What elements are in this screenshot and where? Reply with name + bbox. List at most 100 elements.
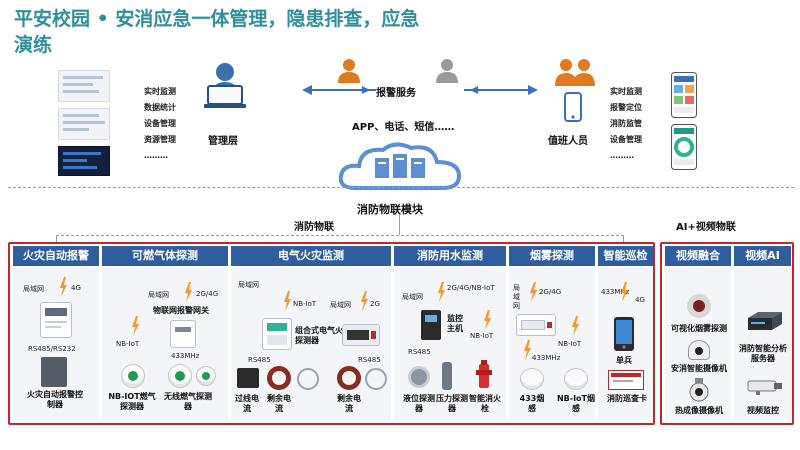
network-label: 2G/4G/NB-IoT <box>447 284 495 292</box>
nbiot-gas-detector-label: NB-IOT燃气探测器 <box>108 392 156 411</box>
rs485-label: RS485 <box>248 356 271 364</box>
dashboard-thumbnail-2 <box>58 108 110 140</box>
mobile-phone-icon <box>564 92 582 122</box>
pressure-sensor-label: 压力探测器 <box>436 394 468 413</box>
column-gas <box>102 268 228 420</box>
smart-camera-icon <box>688 340 710 360</box>
duty-function: 设备管理 <box>610 135 642 144</box>
mgmt-function: 设备管理 <box>144 119 176 128</box>
duty-label: 值班人员 <box>548 136 588 147</box>
rs485-label: RS485 <box>408 348 431 356</box>
fire-iot-label: 消防物联 <box>294 222 334 233</box>
handheld-terminal-icon <box>613 316 635 352</box>
divider <box>8 187 794 188</box>
column-header-smoke: 烟雾探测 <box>509 246 595 266</box>
lan-label: 局域网 <box>23 285 44 293</box>
handheld-terminal-label: 单兵 <box>616 356 632 365</box>
column-water <box>394 268 506 420</box>
dashboard-thumbnail-1 <box>58 70 110 102</box>
column-header-patrol: 智能巡检 <box>598 246 653 266</box>
patrol-card-label: 消防巡查卡 <box>607 394 647 403</box>
level-sensor-icon <box>408 366 430 388</box>
app-screenshot-2 <box>671 124 697 170</box>
column-header-gas: 可燃气体探测 <box>102 246 228 266</box>
fire-alarm-controller-icon <box>40 302 72 338</box>
ai-server-icon <box>746 310 784 332</box>
patrol-card-icon <box>608 370 644 390</box>
smart-hydrant-icon <box>476 360 492 390</box>
duty-staff-icon <box>552 56 598 86</box>
cable-icon <box>365 368 387 390</box>
smart-camera-label: 安消智能摄像机 <box>671 364 727 373</box>
duty-function: 报警定位 <box>610 103 642 112</box>
pressure-sensor-icon <box>442 362 452 390</box>
signal-bolt-icon <box>524 340 531 360</box>
duty-function-list: 实时监测 报警定位 消防监管 设备管理 ……… <box>610 84 642 164</box>
monitoring-host-label: 监控主机 <box>447 314 463 333</box>
combined-electric-detector-icon <box>262 318 292 350</box>
operator-orange-icon <box>336 57 362 83</box>
video-camera-icon <box>746 378 784 396</box>
signal-bolt-icon <box>438 282 445 302</box>
lan-label: 局域网 <box>238 281 259 289</box>
signal-bolt-icon <box>284 291 291 311</box>
residual-current-sensor-icon <box>337 366 361 390</box>
cloud-icon <box>337 140 463 194</box>
signal-bolt-icon <box>132 316 139 336</box>
column-fire-alarm <box>13 268 99 420</box>
notification-channels: APP、电话、短信…… <box>352 122 455 133</box>
app-screenshot-1 <box>671 72 697 118</box>
ai-video-label: AI+视频物联 <box>676 222 736 233</box>
fire-iot-connector <box>56 235 624 236</box>
signal-bolt-icon <box>484 310 491 330</box>
smoke-gateway-icon <box>516 314 556 336</box>
management-label: 管理层 <box>208 136 238 147</box>
column-header-water: 消防用水监测 <box>394 246 506 266</box>
overcurrent-label: 过线电流 <box>235 394 259 413</box>
management-function-list: 实时监测 数据统计 设备管理 资源管理 ……… <box>144 84 176 164</box>
residual-current-label: 剩余电流 <box>267 394 291 413</box>
lan-label: 局域网 <box>330 301 351 309</box>
manager-laptop-icon <box>202 58 248 110</box>
fire-alarm-device-icon <box>41 357 67 387</box>
operator-gray-icon <box>434 57 460 83</box>
cloud-module-label: 消防物联模块 <box>357 203 423 216</box>
smoke-camera-label: 可视化烟雾探测 <box>671 324 727 333</box>
mgmt-function: 资源管理 <box>144 135 176 144</box>
nbiot-label: NB-IoT <box>558 340 582 348</box>
column-smoke <box>509 268 595 420</box>
duty-function: 消防监管 <box>610 119 642 128</box>
fire-iot-frame: 火灾自动报警 可燃气体探测 电气火灾监测 消防用水监测 烟雾探测 智能巡检 局域… <box>8 242 655 425</box>
page-title: 平安校园 • 安消应急一体管理，隐患排查，应急演练 <box>14 8 420 56</box>
smart-hydrant-label: 智能消火栓 <box>469 394 501 413</box>
duty-function: 实时监测 <box>610 87 642 96</box>
combined-electric-detector-label: 组合式电气火灾探测器 <box>295 326 351 345</box>
signal-bolt-icon <box>185 282 192 302</box>
ai-server-label: 消防智能分析服务器 <box>739 344 787 363</box>
nbiot-gas-detector-icon <box>121 364 145 388</box>
electric-monitor-icon <box>342 324 380 346</box>
thermal-camera-label: 热成像摄像机 <box>675 406 723 415</box>
video-camera-label: 视频监控 <box>747 406 779 415</box>
lan-label: 局域网 <box>148 291 169 299</box>
network-label: 4G <box>71 284 81 292</box>
wireless-gas-detector-icon <box>168 364 192 388</box>
frequency-label: 433MHz <box>171 352 200 360</box>
alarm-arrows <box>300 80 540 100</box>
network-label: 2G <box>370 300 380 308</box>
residual-current-sensor-icon <box>267 366 291 390</box>
column-header-video-fusion: 视频融合 <box>665 246 731 266</box>
frequency-label: 433MHz <box>601 288 629 297</box>
thermal-camera-icon <box>689 378 709 402</box>
mgmt-function: 实时监测 <box>144 87 176 96</box>
nbiot-label: NB-IoT <box>293 300 317 308</box>
network-label: 4G <box>635 296 645 304</box>
fire-iot-connector-right <box>623 235 624 242</box>
column-header-video-ai: 视频AI <box>734 246 791 266</box>
smoke-camera-icon <box>687 294 711 318</box>
smoke-detector-433-icon <box>520 368 544 390</box>
cloud-down-line <box>399 214 400 235</box>
lan-label: 局域网 <box>402 293 423 301</box>
rs485-label: RS485 <box>358 356 381 364</box>
signal-bolt-icon <box>572 316 579 336</box>
